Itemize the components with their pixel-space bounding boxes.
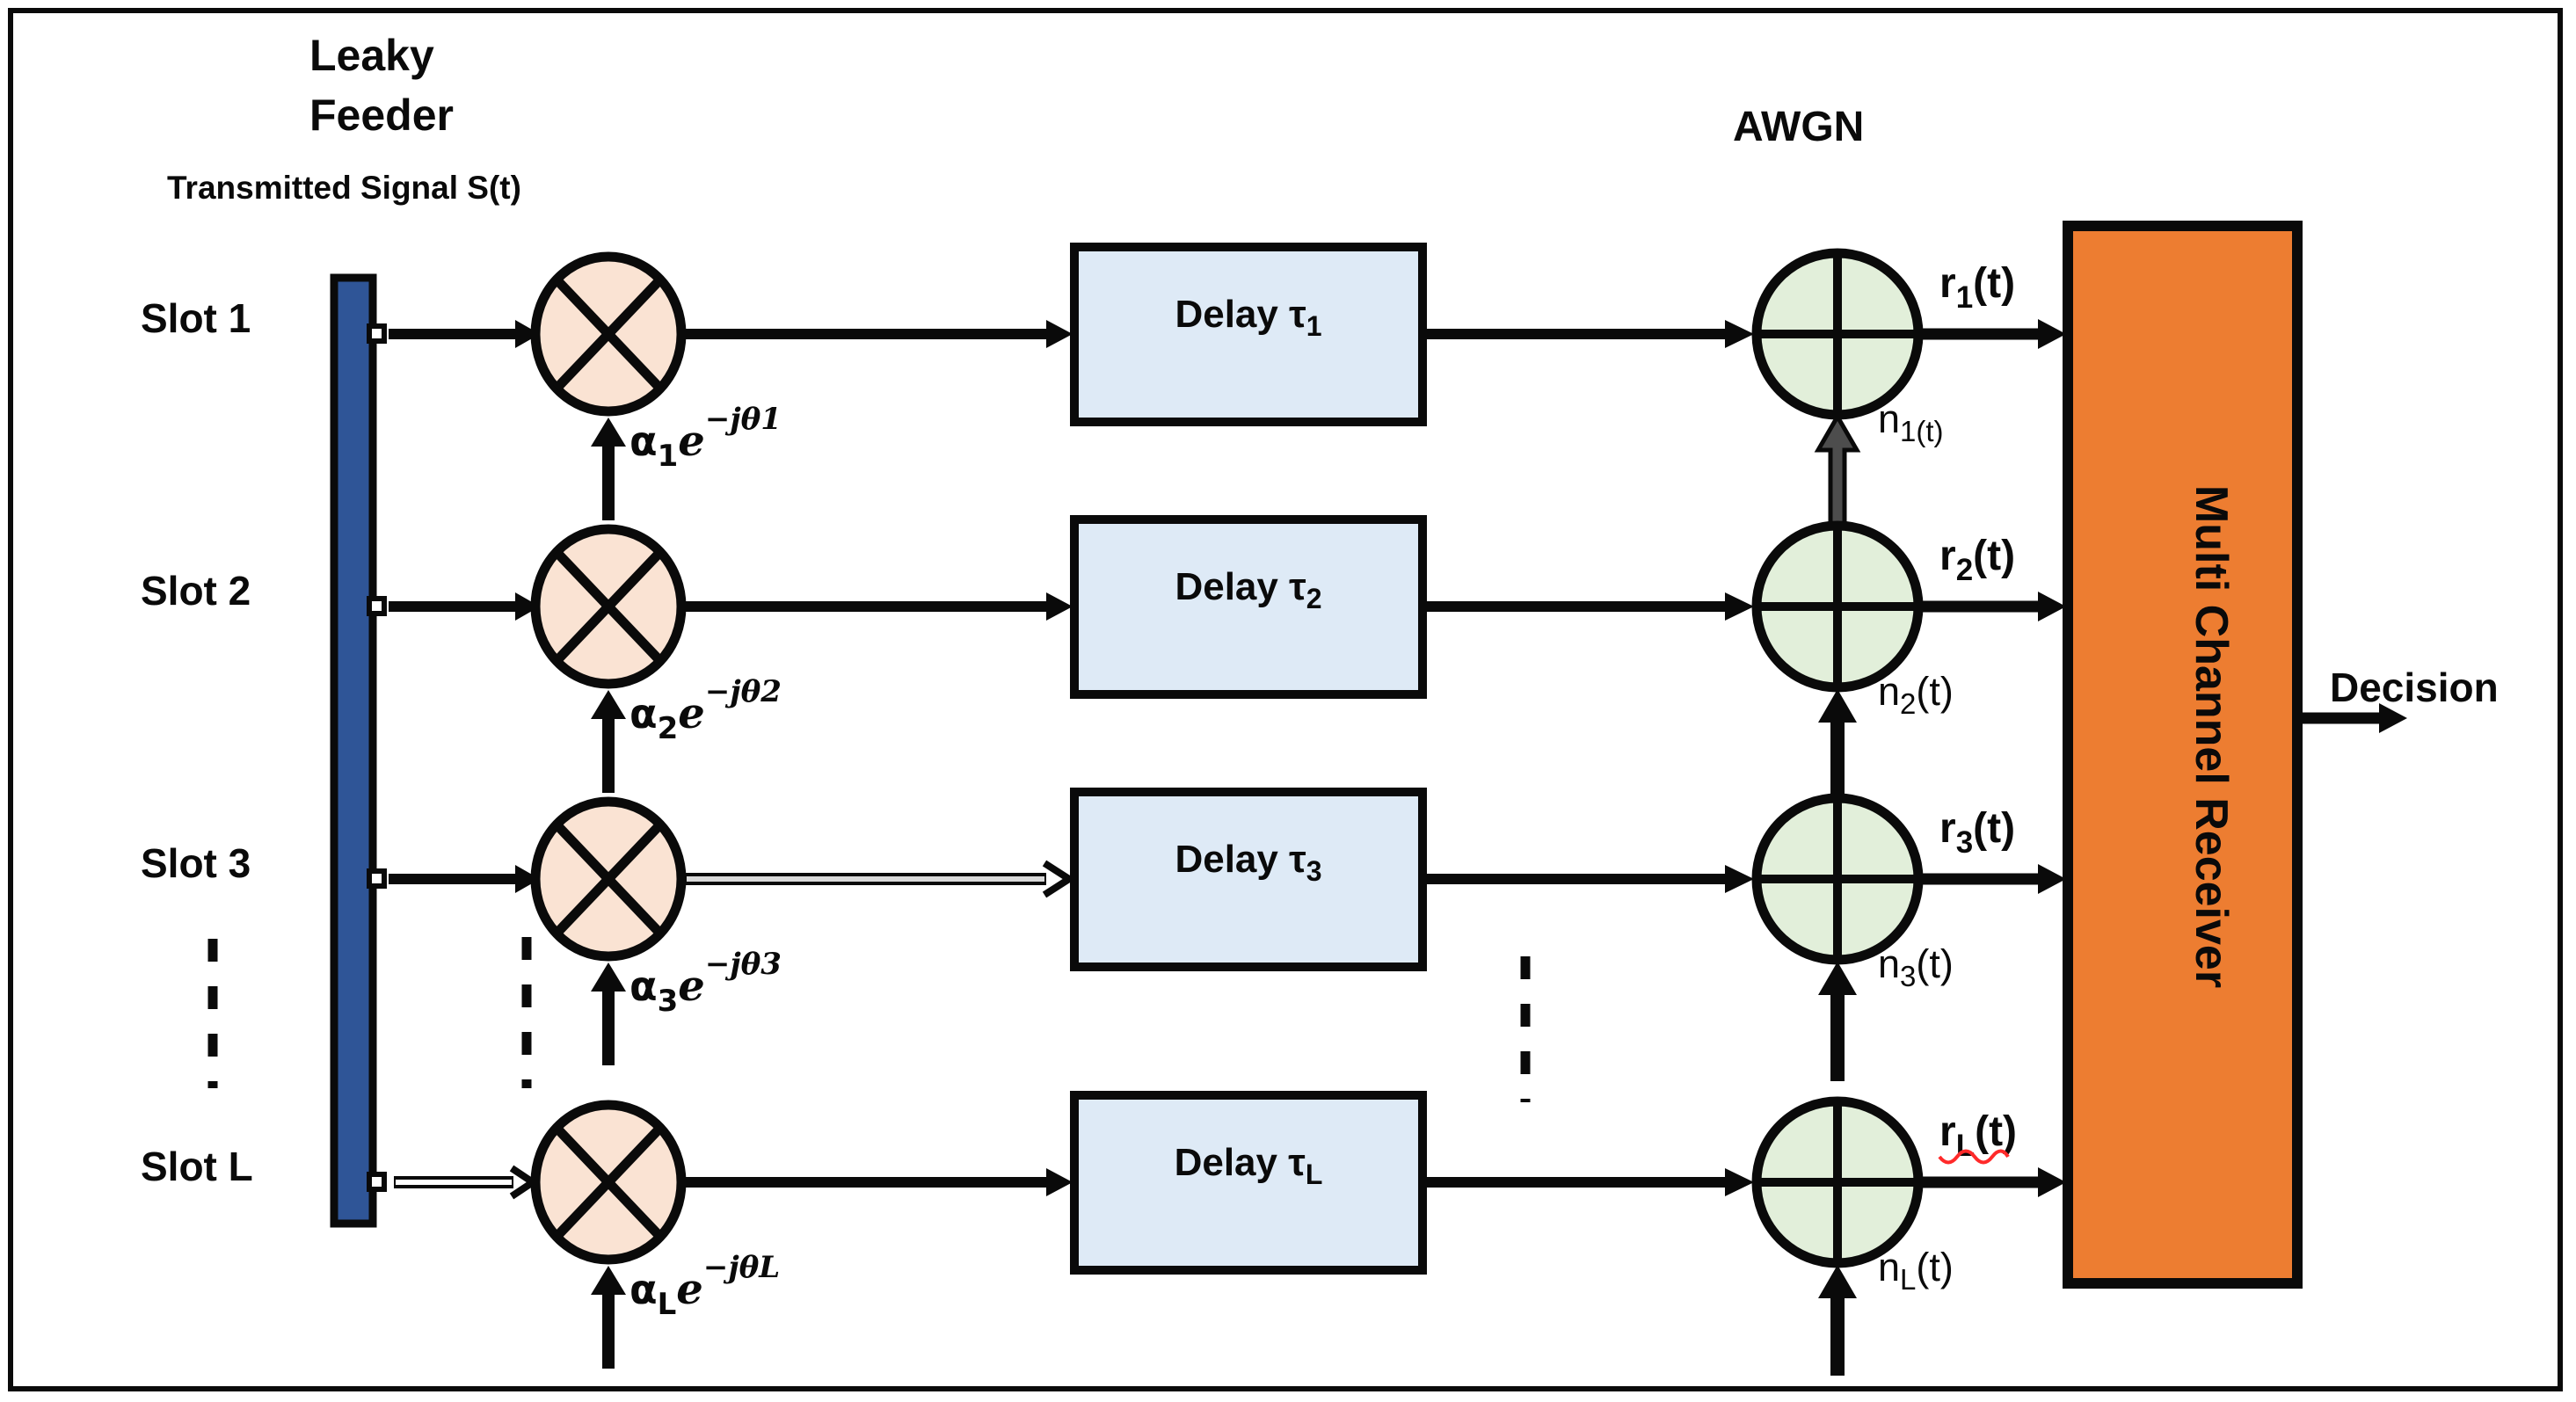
received-signal-label: r3(t) [1939,805,2015,860]
channel-row-1: Slot 1 α1e−jθ1 Delay τ1 n1(t) r1(t) [141,243,2066,539]
arrowhead [2038,864,2066,894]
arrowhead [1725,865,1754,893]
gain-label: α3e−jθ3 [629,947,782,1019]
receiver-label: Multi Channel Receiver [2186,485,2237,988]
arrowhead [2038,319,2066,349]
received-signal-label: r1(t) [1939,260,2015,315]
gain-arrow [591,418,626,520]
leaky-feeder-label-line1: Leaky [309,31,434,80]
arrowhead [1725,1168,1754,1196]
channel-row-2: Slot 2 α2e−jθ2 Delay τ2 n2(t) r2(t) [141,515,2066,809]
delay-block [1070,243,1427,426]
delay-label: Delay τ2 [1175,565,1321,614]
noise-label: n3(t) [1878,941,1954,992]
leaky-feeder-label-line2: Feeder [309,91,454,140]
arrowhead [515,320,540,348]
arrowhead [1046,592,1073,621]
gain-arrow [591,690,626,793]
multiplier-cross [553,821,664,937]
delay-label: Delay τ3 [1175,838,1321,887]
channel-row-3: Slot 3 α3e−jθ3 Delay τ3 n3(t) r3(t) [141,788,2066,1081]
noise-label: nL(t) [1878,1245,1954,1296]
slot-label: Slot 1 [141,295,251,341]
feeder-tap [367,1172,387,1192]
gain-label: α1e−jθ1 [629,402,782,474]
arrowhead [515,865,540,893]
delay-label: Delay τ1 [1175,293,1321,342]
arrowhead [2038,1167,2066,1197]
noise-label: n1(t) [1878,396,1944,447]
noise-arrow [1818,962,1857,1081]
gain-label: α2e−jθ2 [629,674,782,746]
slot-label: Slot 2 [141,568,251,614]
channel-row-L: Slot L αLe−jθL Delay τL nL(t) rL(t) [141,1091,2066,1376]
noise-label: n2(t) [1878,669,1954,720]
gain-arrow [591,963,626,1065]
multiplier-cross [553,276,664,392]
delay-block [1070,1091,1427,1275]
noise-arrow [1818,1265,1857,1376]
delay-block [1070,788,1427,971]
feeder-tap [367,323,387,344]
delay-label: Delay τL [1175,1141,1323,1190]
arrowhead [2038,592,2066,621]
decision-label: Decision [2330,665,2499,710]
arrowhead [1725,320,1754,348]
delay-block [1070,515,1427,699]
feeder-tap [367,868,387,889]
leaky-feeder-bar [330,273,377,1228]
arrowhead [1046,320,1073,348]
received-signal-label: r2(t) [1939,533,2015,587]
slot-label: Slot 3 [141,840,251,886]
spellcheck-squiggle [1938,1149,2010,1165]
open-arrowhead [1042,860,1076,898]
multiplier-cross [553,548,664,665]
gain-label: αLe−jθL [629,1250,780,1322]
multiplier-cross [553,1124,664,1240]
awgn-label: AWGN [1733,104,1864,150]
transmitted-signal-label: Transmitted Signal S(t) [167,170,521,206]
arrowhead [1046,1168,1073,1196]
feeder-tap [367,596,387,616]
arrowhead [1725,592,1754,621]
receiver-block [2063,221,2303,1289]
gain-arrow [591,1266,626,1369]
noise-arrow [1818,689,1857,809]
arrowhead [2379,703,2407,733]
slot-label: Slot L [141,1144,253,1189]
arrowhead [515,592,540,621]
